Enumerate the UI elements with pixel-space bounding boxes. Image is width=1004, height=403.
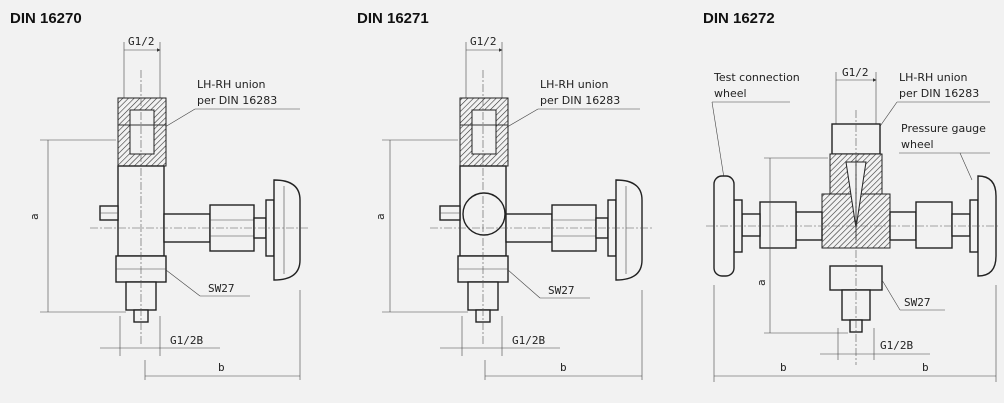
union-fitting: [459, 97, 509, 167]
pressure-gauge-label-line-1: Pressure gauge: [901, 122, 986, 135]
union-label-line-2: per DIN 16283: [899, 87, 979, 100]
union-label-line-1: LH-RH union: [197, 78, 266, 91]
union-label-line-1: LH-RH union: [540, 78, 609, 91]
dim-b-right-label: b: [922, 361, 929, 374]
handwheel: [273, 179, 301, 281]
dim-b-label: b: [560, 361, 567, 374]
drawing-title: DIN 16270: [10, 10, 82, 27]
wrench-size-label: SW27: [904, 296, 931, 309]
union-label-line-2: per DIN 16283: [197, 94, 277, 107]
top-thread-label: G1/2: [470, 35, 497, 48]
union-label-line-2: per DIN 16283: [540, 94, 620, 107]
test-connection-label-line-1: Test connection: [713, 71, 800, 84]
handwheel: [615, 179, 643, 281]
dim-a-label: a: [28, 213, 41, 220]
top-thread-label: G1/2: [128, 35, 155, 48]
pressure-gauge-label-line-2: wheel: [901, 138, 934, 151]
drawing-din-16271: DIN 16271 G1/2 LH-RH union per DIN 16283: [357, 10, 652, 380]
test-connection-label-line-2: wheel: [714, 87, 747, 100]
bottom-thread-label: G1/2B: [170, 334, 203, 347]
dim-a-label: a: [374, 213, 387, 220]
drawing-din-16272: DIN 16272 G1/2 Test connection wheel LH-…: [703, 10, 1000, 382]
drawing-din-16270: DIN 16270 G1/2 LH-RH union per DIN 16283: [10, 10, 310, 380]
bottom-thread-label: G1/2B: [512, 334, 545, 347]
right-gland-nut: [915, 201, 953, 249]
left-gland-nut: [759, 201, 797, 249]
dim-b-label: b: [218, 361, 225, 374]
dim-b-left-label: b: [780, 361, 787, 374]
wrench-size-label: SW27: [548, 284, 575, 297]
dim-a-label: a: [755, 279, 768, 286]
drawing-title: DIN 16272: [703, 10, 775, 27]
bottom-thread-label: G1/2B: [880, 339, 913, 352]
top-thread-label: G1/2: [842, 66, 869, 79]
drawing-title: DIN 16271: [357, 10, 429, 27]
union-label-line-1: LH-RH union: [899, 71, 968, 84]
wrench-size-label: SW27: [208, 282, 235, 295]
